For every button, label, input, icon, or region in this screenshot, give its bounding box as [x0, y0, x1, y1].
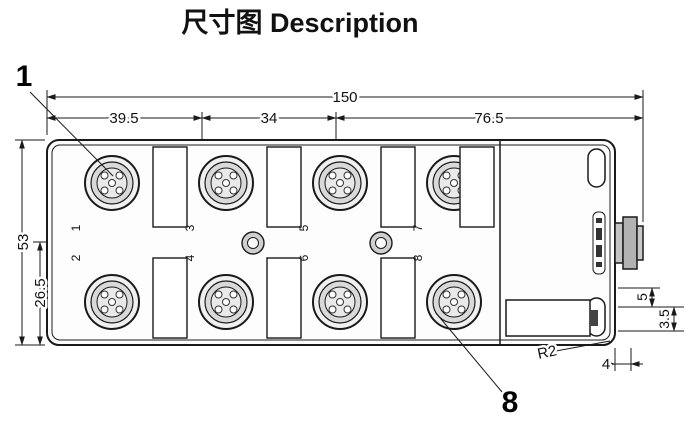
port-number: 4	[183, 254, 197, 261]
port-number: 5	[297, 224, 311, 231]
port-number-labels: 1 2 3 4 5 6 7 8	[69, 224, 425, 261]
port-6-connector	[312, 274, 368, 330]
label-slot	[266, 257, 302, 339]
port-1-connector	[84, 155, 140, 211]
dimension-steps-right: 5 3.5	[618, 287, 684, 332]
dim-half-height: 26.5	[32, 278, 49, 307]
label-slot	[266, 146, 302, 228]
label-slot	[152, 146, 188, 228]
port-8-connector	[426, 274, 482, 330]
label-slots	[152, 146, 495, 339]
port-number: 3	[183, 224, 197, 231]
connector-barrel	[622, 216, 638, 270]
port-5-connector	[312, 155, 368, 211]
dimension-segments: 39.5 34 76.5	[46, 108, 644, 139]
port-number: 1	[69, 224, 83, 231]
body-inner-outline	[51, 144, 611, 341]
connector-flange	[614, 222, 624, 264]
mounting-slot-top	[587, 148, 606, 188]
port-number: 8	[411, 254, 425, 261]
dim-edge-offset: 4	[602, 356, 610, 373]
port-3-connector	[198, 155, 254, 211]
label-slot	[380, 257, 416, 339]
mounting-hole	[241, 231, 265, 255]
dim-step-tiny: 3.5	[656, 309, 672, 329]
label-slot	[380, 146, 416, 228]
dimension-height: 53	[13, 139, 45, 346]
main-output-connector	[614, 216, 644, 270]
port-4-connector	[198, 274, 254, 330]
dim-height: 53	[15, 234, 32, 251]
page-title: 尺寸图 Description	[181, 8, 418, 38]
label-slot	[152, 257, 188, 339]
dim-segment-2: 34	[261, 110, 278, 127]
dim-corner-radius: R2	[536, 342, 558, 363]
mounting-hole	[369, 231, 393, 255]
brand-marking-glyphs	[596, 218, 602, 267]
dim-segment-3: 76.5	[474, 110, 503, 127]
port-2-connector	[84, 274, 140, 330]
brand-marking	[592, 211, 606, 275]
callout-port-1: 1	[16, 60, 114, 177]
end-cap	[505, 148, 606, 337]
dimension-edge-offset: 4	[599, 348, 643, 376]
port-number: 2	[69, 254, 83, 261]
callout-port-8: 8	[435, 312, 519, 419]
label-plate-tab	[590, 310, 598, 326]
label-plate	[505, 299, 591, 337]
port-number: 6	[297, 254, 311, 261]
dim-total-length: 150	[332, 89, 357, 106]
dimension-total-length: 150	[46, 87, 644, 222]
label-slot	[459, 146, 495, 228]
callout-first-port: 1	[16, 60, 33, 93]
dimension-half-height: 26.5	[30, 241, 52, 346]
port-number: 7	[411, 224, 425, 231]
dim-step-small: 5	[634, 293, 650, 301]
dim-segment-1: 39.5	[109, 110, 138, 127]
connector-tip	[636, 225, 644, 261]
callout-last-port: 8	[502, 386, 519, 419]
